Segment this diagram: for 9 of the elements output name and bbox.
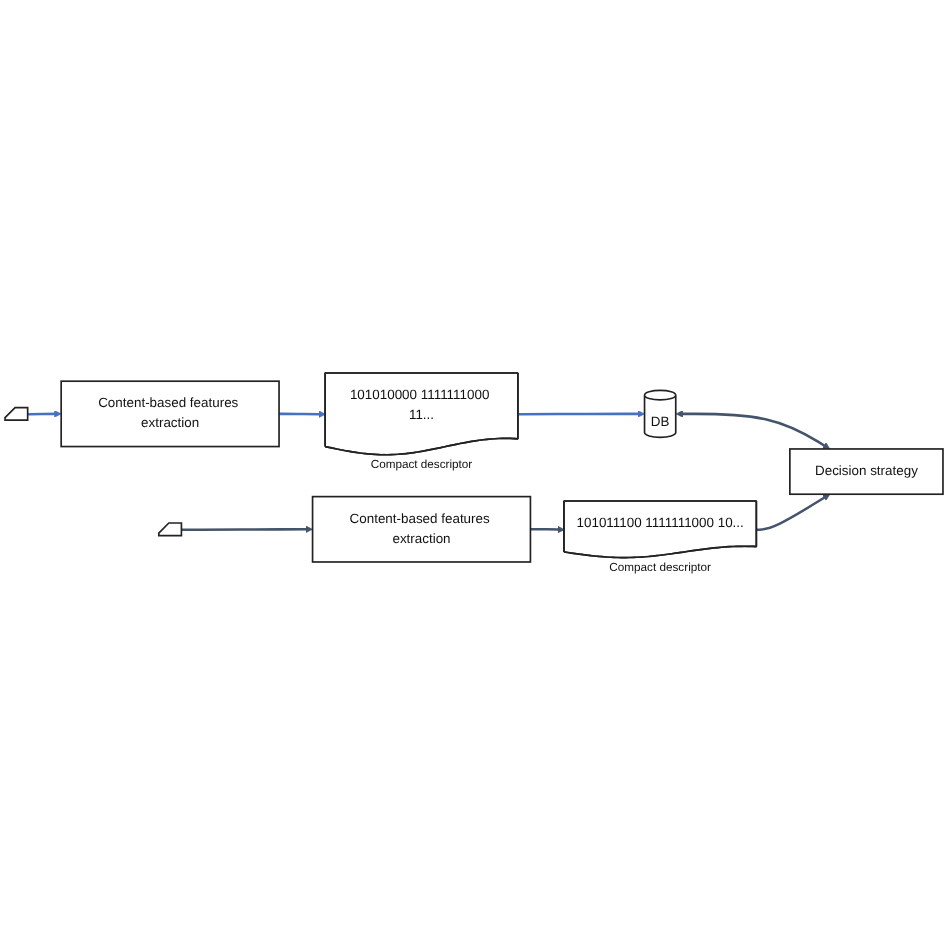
arrow (28, 410, 62, 418)
arrow (518, 410, 645, 418)
arrow (279, 410, 326, 418)
node-box (4, 406, 29, 421)
arrow (530, 525, 565, 534)
arrow (181, 525, 313, 533)
arrow (675, 410, 831, 450)
node-box (157, 522, 183, 537)
arrow (756, 493, 831, 531)
